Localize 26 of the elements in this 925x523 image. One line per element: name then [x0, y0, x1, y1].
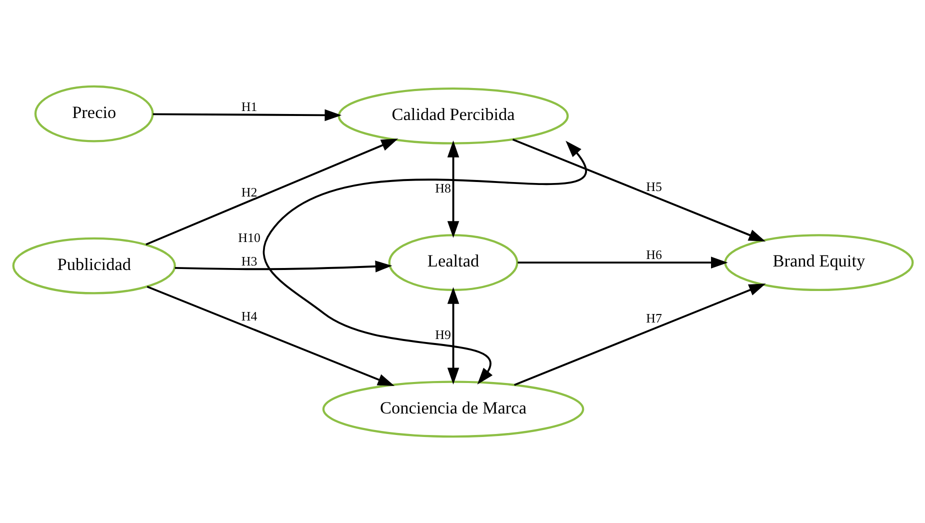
edge-label: H10: [238, 230, 260, 246]
arrow: [446, 140, 459, 238]
edge-label: H7: [646, 310, 662, 326]
node-ellipse: Precio: [34, 85, 154, 142]
node-ellipse: Calidad Percibida: [337, 87, 568, 144]
arrow: [512, 138, 766, 242]
edge-label: H1: [240, 99, 257, 114]
node-ellipse: Brand Equity: [724, 234, 914, 292]
arrow: [146, 286, 394, 386]
edge-label: H5: [646, 178, 662, 194]
edge-label: H8: [434, 180, 450, 196]
arrow: [514, 284, 766, 386]
arrow: [517, 256, 728, 268]
edge-label: H3: [240, 253, 257, 268]
arrow: [152, 109, 342, 122]
node-ellipse: Publicidad: [12, 237, 176, 294]
edge-label: H9: [434, 327, 450, 342]
node-ellipse: Conciencia de Marca: [322, 380, 584, 438]
arrow: [446, 287, 459, 385]
edge-label: H4: [240, 308, 257, 324]
arrow: [262, 140, 586, 384]
edge-label: H6: [646, 246, 662, 262]
node-ellipse: Lealtad: [388, 234, 518, 292]
arrow: [145, 138, 398, 246]
arrow: [174, 260, 392, 272]
edge-label: H2: [240, 184, 257, 200]
